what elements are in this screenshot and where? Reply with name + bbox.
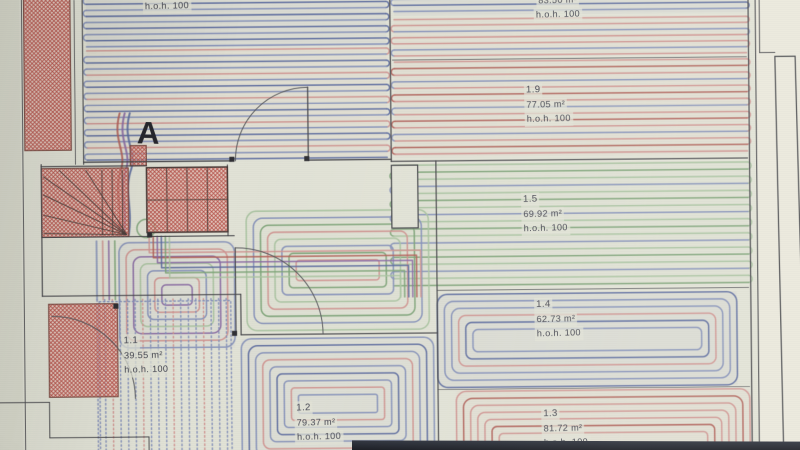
room-label-1-9: 1.9 77.05 m² h.o.h. 100 <box>523 82 573 127</box>
room-label-1-4: 1.4 62.73 m² h.o.h. 100 <box>533 297 584 342</box>
room-number: 1.1 <box>121 333 141 350</box>
room-number: 1.3 <box>541 406 560 423</box>
room-spacing: h.o.h. 100 <box>142 0 192 15</box>
room-spacing: h.o.h. 100 <box>294 429 344 445</box>
room-label-1-5: 1.5 69.92 m² h.o.h. 100 <box>520 192 570 236</box>
room-number: 1.2 <box>294 401 313 417</box>
room-area: 77.05 m² <box>524 97 568 113</box>
room-label-1-1: 1.1 39.55 m² h.o.h. 100 <box>121 333 171 378</box>
room-label-top-left: h.o.h. 100 <box>142 0 192 15</box>
room-spacing: h.o.h. 100 <box>524 111 573 127</box>
room-label-1-2: 1.2 79.37 m² h.o.h. 100 <box>294 400 344 445</box>
section-marker-a: A <box>136 114 161 151</box>
room-number: 1.4 <box>533 297 553 313</box>
room-spacing: h.o.h. 100 <box>521 220 570 236</box>
room-area: 79.37 m² <box>294 415 338 431</box>
room-area: 69.92 m² <box>521 206 565 222</box>
room-spacing: h.o.h. 100 <box>122 362 171 378</box>
room-area: 62.73 m² <box>534 311 578 327</box>
room-spacing: h.o.h. 100 <box>534 325 584 342</box>
room-number: 1.9 <box>523 83 543 99</box>
room-label-top-right: 83.50 m² h.o.h. 100 <box>497 0 619 23</box>
room-number: 1.5 <box>520 192 540 208</box>
room-area: 81.72 m² <box>541 421 585 437</box>
photo-edge-strip <box>351 440 800 450</box>
room-spacing: h.o.h. 100 <box>533 7 583 23</box>
room-area: 39.55 m² <box>121 348 165 364</box>
